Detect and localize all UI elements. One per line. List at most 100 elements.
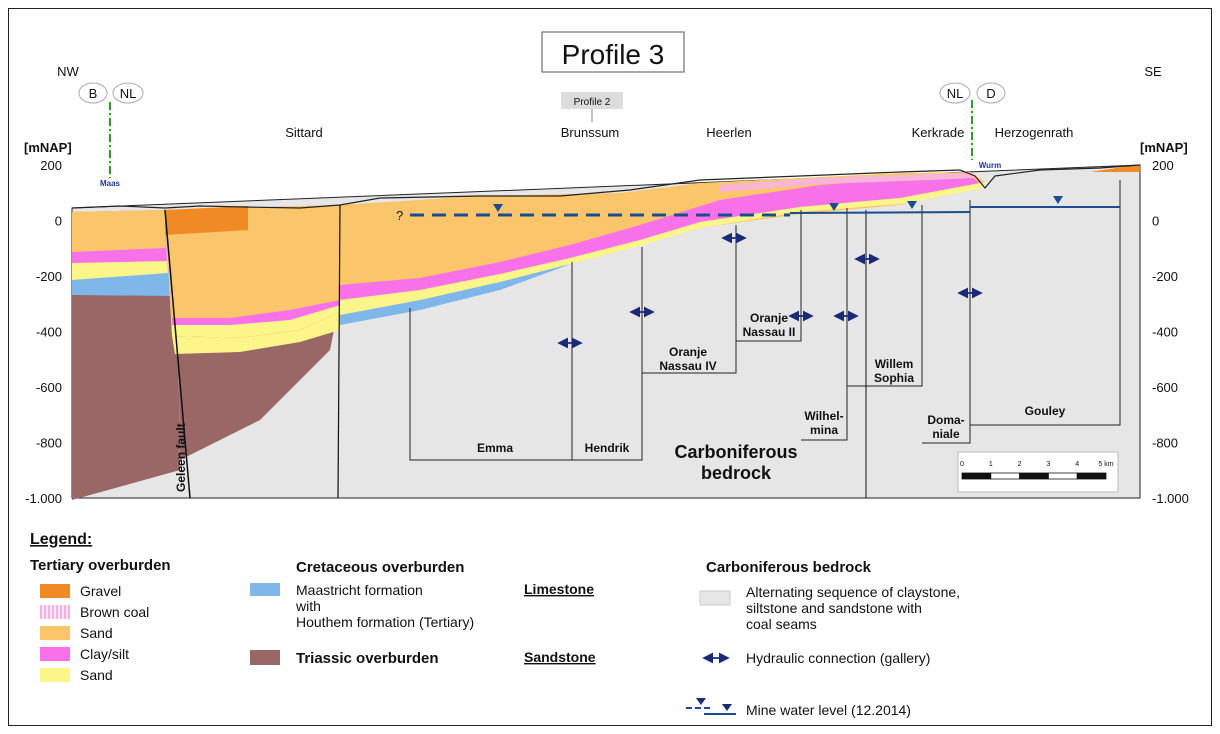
legend-mine-water-icon [686,698,736,715]
cross-section: ? Emma Hendrik Oranje Nassau IV Oranje N… [71,164,1141,500]
legend-tertiary-label: Gravel [80,583,121,599]
mine-domaniale-outline [922,200,971,444]
legend-carboniferous-line3: coal seams [746,616,817,632]
sand-yellow-middle-2 [172,312,340,354]
legend-tertiary-label: Clay/silt [80,646,129,662]
topography-line [71,164,1141,209]
direction-nw: NW [57,64,79,79]
axis-tick-left: -200 [36,269,62,284]
axis-tick-right: -1.000 [1152,491,1189,506]
axis-tick-right: -200 [1152,269,1178,284]
legend-tertiary-label: Sand [80,625,113,641]
legend-swatch-tertiary [40,647,70,661]
mine-on4-outline [642,225,737,374]
mine-emma-outline [409,262,573,461]
browncoal-wedge [720,173,975,192]
water-marker-3 [907,201,917,209]
legend-carboniferous-line2: siltstone and sandstone with [746,600,922,616]
place-kerkrade: Kerkrade [912,125,965,140]
scale-bar-label: 4 [1075,461,1079,468]
axis-tick-left: 200 [40,158,62,173]
river-maas-label: Maas [100,179,121,188]
border-oval-nl-right [939,82,971,104]
water-marker-4 [1053,196,1063,204]
legend-swatch-tertiary [40,668,70,682]
legend-heading: Legend: [30,531,92,548]
border-label-nl-right: NL [947,86,964,101]
legend-swatch-triassic [250,650,280,665]
scale-bar-segment [1076,472,1107,480]
place-sittard: Sittard [285,125,323,140]
legend-hydraulic-label: Hydraulic connection (gallery) [746,650,930,666]
mine-label-wilhelmina-line2: mina [810,423,838,437]
legend-tertiary-label: Sand [80,667,113,683]
hydraulic-arrows [557,232,983,349]
geleen-fault-line [164,209,191,499]
legend-swatch-tertiary [40,584,70,598]
mine-label-wilhelmina-line1: Wilhel- [804,409,843,423]
figure-frame [8,8,1212,726]
legend-tertiary-label: Brown coal [80,604,149,620]
mine-label-willem-line2: Sophia [874,371,914,385]
legend-maastricht-line1: Maastricht formation [296,582,423,598]
axis-tick-left: 0 [55,214,62,229]
border-oval-d [976,82,1006,104]
axis-tick-right: 0 [1152,214,1159,229]
profile2-label: Profile 2 [574,97,611,108]
sand-yellow-wedge [340,183,985,315]
sand-top-left [72,210,165,228]
scale-bar-label: 5 km [1098,461,1113,468]
clay-wedge [340,176,980,300]
legend-mine-water-label: Mine water level (12.2014) [746,702,911,718]
axis-tick-left: -1.000 [25,491,62,506]
legend-swatch-tertiary [40,626,70,640]
geleen-fault-label: Geleen fault [174,423,188,492]
axis-tick-right: 200 [1152,158,1174,173]
border-label-nl-left: NL [120,86,137,101]
gravel-middle [165,206,248,235]
fault-sittard [337,204,341,499]
legend: Legend: Tertiary overburden GravelBrown … [30,531,960,718]
axis-tick-left: -400 [36,325,62,340]
scale-bar-label: 0 [960,461,964,468]
axis-tick-right: -600 [1152,380,1178,395]
bedrock-label-line2: bedrock [701,463,772,483]
mine-label-hendrik: Hendrik [585,441,630,455]
axis-unit-right: [mNAP] [1140,140,1188,155]
mine-label-emma: Emma [477,441,513,455]
scale-bar-segment [990,472,1020,480]
mine-on2-outline [736,210,802,342]
axis-unit-left: [mNAP] [24,140,72,155]
border-label-d: D [986,86,995,101]
mine-label-on2-line2: Nassau II [743,325,796,339]
mine-label-on4-line1: Oranje [669,345,707,359]
mine-willem-sophia-outline [847,205,923,387]
profile2-box [561,92,623,109]
mine-label-on2-line1: Oranje [750,311,788,325]
scale-bar-box [957,451,1119,493]
river-wurm-label: Wurm [979,161,1002,170]
scale-bar-segment [1019,472,1049,480]
place-herzogenrath: Herzogenrath [995,125,1074,140]
legend-limestone: Limestone [524,581,594,597]
profile-title: Profile 3 [562,39,665,70]
legend-sandstone: Sandstone [524,649,596,665]
water-marker-2 [829,203,839,211]
place-brunssum: Brunssum [561,125,620,140]
legend-maastricht-line3: Houthem formation (Tertiary) [296,614,474,630]
place-heerlen: Heerlen [706,125,752,140]
axis-tick-right: -800 [1152,436,1178,451]
border-label-b: B [89,86,98,101]
scale-bar-segment [1048,472,1078,480]
water-marker-1 [493,204,503,212]
bedrock-label-line1: Carboniferous [674,442,797,462]
mine-label-domaniale-line2: niale [932,427,960,441]
direction-se: SE [1144,64,1162,79]
legend-carboniferous-line1: Alternating sequence of claystone, [746,584,960,600]
scale-bar-segment [961,472,992,480]
legend-carboniferous-title: Carboniferous bedrock [706,559,872,576]
scale-bar-label: 2 [1018,461,1022,468]
